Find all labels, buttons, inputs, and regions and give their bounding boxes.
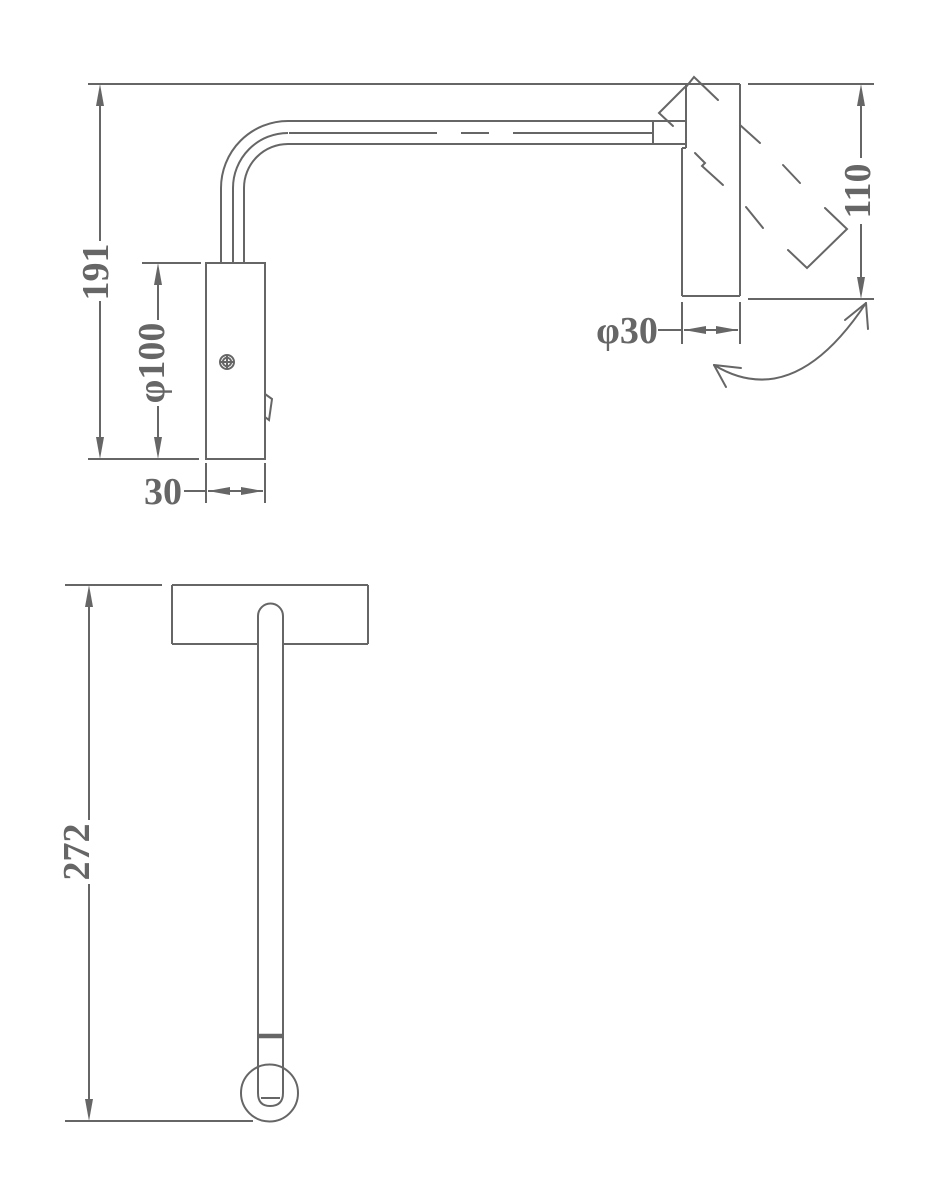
switch-knob bbox=[264, 392, 274, 422]
arrow-up-icon bbox=[154, 263, 162, 285]
front-view: 272 bbox=[56, 584, 369, 1123]
stem-top-cap bbox=[257, 602, 284, 617]
arrow-left-icon bbox=[684, 326, 706, 334]
arm-tube bbox=[220, 120, 686, 263]
arrow-right-icon bbox=[716, 326, 738, 334]
arrow-down-icon bbox=[96, 437, 104, 459]
dimension-phi30: φ30 bbox=[596, 302, 741, 352]
dimension-phi100: φ100 bbox=[131, 262, 201, 459]
arrow-up-icon bbox=[857, 84, 865, 106]
arrow-down-icon bbox=[154, 437, 162, 459]
lamp-head bbox=[681, 84, 741, 297]
dimension-110: 110 bbox=[748, 84, 879, 300]
lamp-body bbox=[205, 262, 274, 460]
dim-label-overall-length: 272 bbox=[56, 824, 98, 881]
dimension-30: 30 bbox=[144, 463, 266, 513]
screw-icon bbox=[219, 354, 235, 370]
head-circle bbox=[240, 1063, 299, 1123]
dim-label-body-width: 30 bbox=[144, 471, 182, 513]
rotated-head-end bbox=[787, 207, 849, 270]
arrow-down-icon bbox=[857, 277, 865, 299]
backplate bbox=[171, 584, 369, 645]
lamp-head-rotated-phantom bbox=[657, 75, 849, 270]
dim-label-head-length: 110 bbox=[837, 164, 879, 219]
dim-label-height: 191 bbox=[75, 244, 117, 301]
arrow-up-icon bbox=[85, 585, 93, 607]
side-view: 191 φ100 bbox=[75, 75, 879, 513]
body-outline bbox=[205, 262, 266, 460]
pivot-arrow-icon bbox=[657, 86, 686, 127]
dimension-272: 272 bbox=[56, 584, 253, 1122]
stem-tip-cap bbox=[257, 1092, 284, 1108]
rotated-corner-peak bbox=[685, 75, 719, 101]
arrow-up-icon bbox=[96, 84, 104, 106]
dimension-191: 191 bbox=[75, 84, 199, 460]
rotation-arc-arrow bbox=[713, 302, 869, 388]
dim-label-head-diameter: φ30 bbox=[596, 310, 658, 352]
arrow-right-icon bbox=[241, 487, 263, 495]
arrow-down-icon bbox=[85, 1099, 93, 1121]
dim-label-backplate: φ100 bbox=[131, 323, 173, 404]
arrow-left-icon bbox=[208, 487, 230, 495]
stem-tube bbox=[257, 602, 284, 1108]
